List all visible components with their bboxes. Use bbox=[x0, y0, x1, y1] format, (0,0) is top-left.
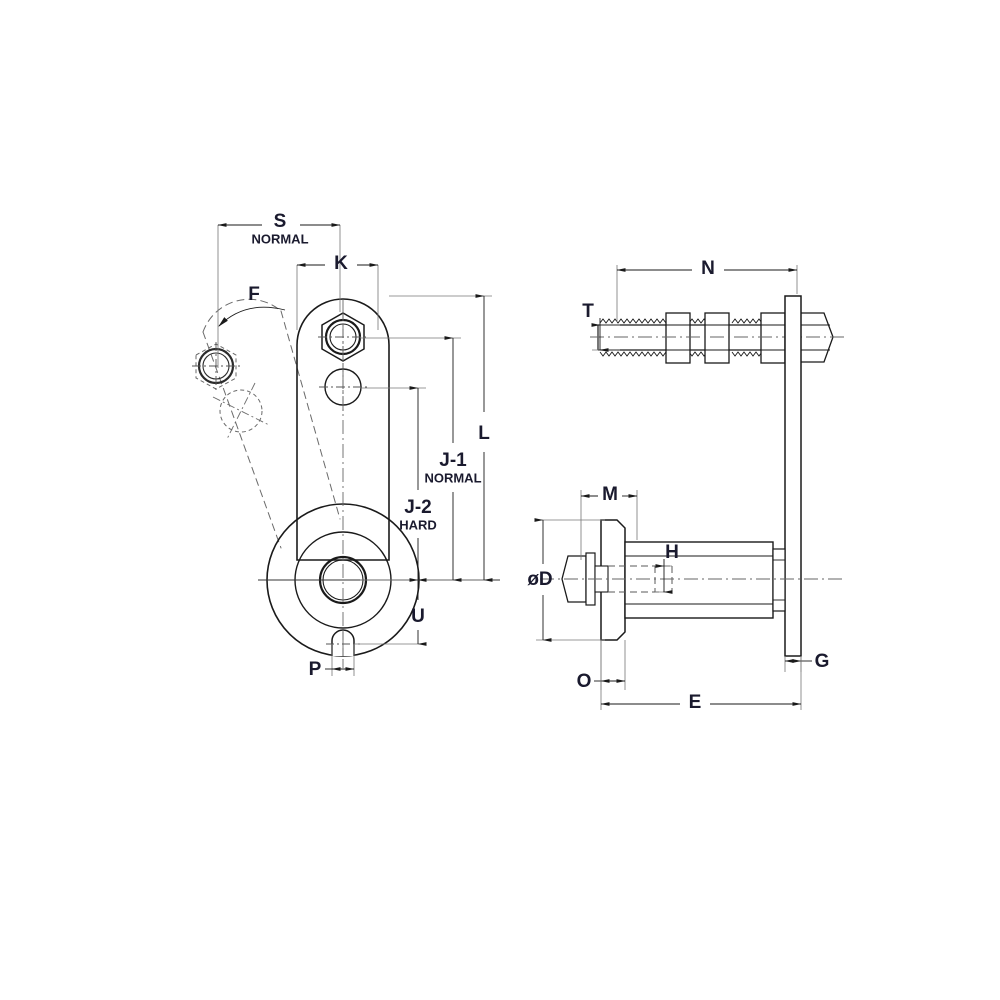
stud-nut-3-body bbox=[760, 312, 786, 364]
dim-O-label: O bbox=[577, 671, 592, 692]
stud-nut-1 bbox=[665, 312, 691, 364]
dimension-L: L bbox=[360, 294, 493, 582]
dimension-E: E bbox=[600, 640, 802, 713]
dimension-S: S NORMAL bbox=[217, 211, 341, 368]
dim-T-label: T bbox=[582, 301, 594, 322]
phantom-pilot-centermark bbox=[212, 382, 270, 440]
dim-H-label: H bbox=[665, 542, 679, 563]
dimension-J1: J-1 NORMAL bbox=[360, 336, 482, 582]
dimension-P: P bbox=[309, 644, 355, 680]
stud-nut-3 bbox=[760, 312, 786, 364]
dim-F-label: F bbox=[248, 284, 260, 305]
hub-shoulder bbox=[772, 548, 786, 612]
stud-nut-2-body bbox=[704, 312, 730, 364]
phantom-pilot-hole-circle bbox=[219, 389, 263, 433]
dim-E-label: E bbox=[689, 692, 702, 713]
dimension-oD: øD bbox=[527, 518, 605, 642]
dimension-M: M bbox=[580, 484, 638, 560]
dimension-H: H bbox=[655, 542, 679, 594]
dimension-F: F bbox=[218, 284, 286, 327]
dim-F-leader-arc bbox=[218, 306, 286, 327]
dim-S-sublabel: NORMAL bbox=[251, 231, 308, 246]
dimension-T: T bbox=[582, 301, 620, 352]
dim-oD-label: øD bbox=[527, 569, 552, 590]
dim-J2-label: J-2 bbox=[404, 497, 431, 518]
dim-G-label: G bbox=[815, 651, 830, 672]
side-view: N T M H bbox=[527, 258, 845, 713]
stud-nut-2 bbox=[704, 312, 730, 364]
bracket-arm-body bbox=[296, 298, 390, 561]
dimension-K: K bbox=[296, 253, 379, 330]
dimension-U: U bbox=[354, 578, 427, 646]
dim-J1-sublabel: NORMAL bbox=[424, 470, 481, 485]
dim-J1-label: J-1 bbox=[439, 450, 467, 471]
stud-nut-1-body bbox=[665, 312, 691, 364]
dim-U-label: U bbox=[411, 606, 425, 627]
front-view: S NORMAL K F L J-1 bbox=[192, 211, 500, 680]
hub-barrel bbox=[624, 541, 774, 619]
dim-S-label: S bbox=[274, 211, 287, 232]
dim-P-label: P bbox=[309, 659, 322, 680]
dim-J2-sublabel: HARD bbox=[399, 517, 437, 532]
threaded-stud-assembly bbox=[590, 312, 845, 364]
phantom-bolt-centermark bbox=[192, 342, 240, 390]
dimension-N: N bbox=[616, 258, 798, 322]
dim-N-label: N bbox=[701, 258, 715, 279]
hub-assembly bbox=[540, 519, 845, 641]
dim-K-label: K bbox=[334, 253, 348, 274]
dimension-J2: J-2 HARD bbox=[360, 386, 437, 582]
mounting-plate bbox=[784, 295, 802, 657]
dim-L-label: L bbox=[478, 423, 490, 444]
dim-M-label: M bbox=[602, 484, 618, 505]
